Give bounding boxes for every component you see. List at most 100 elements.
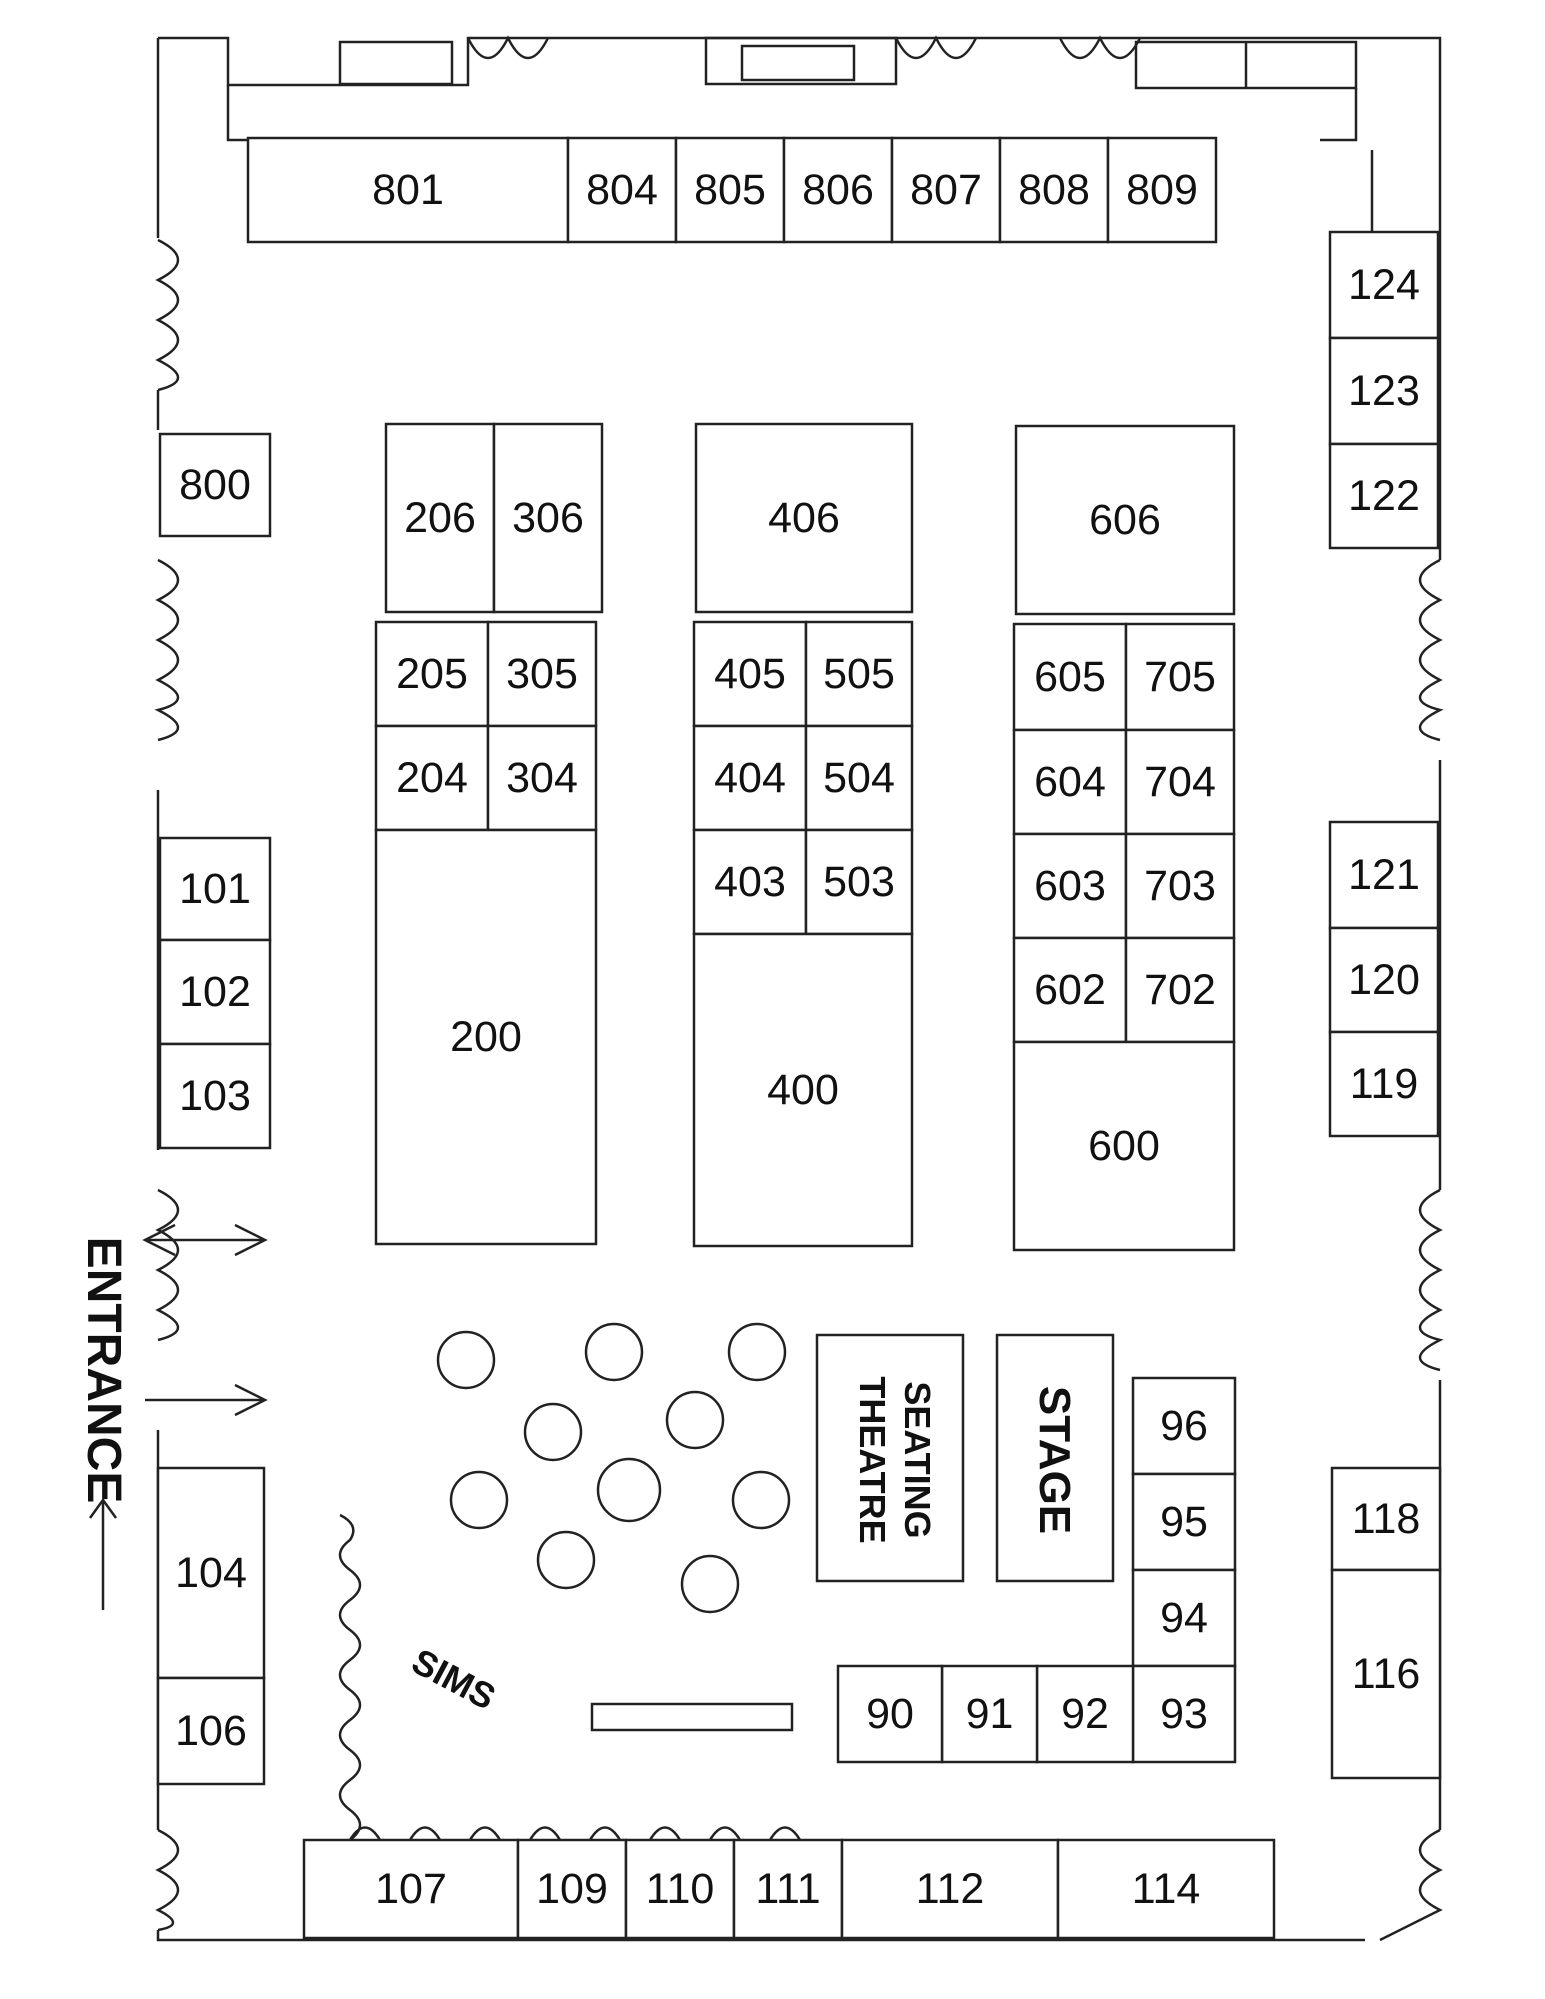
booth-603[interactable]: 603 — [1012, 832, 1128, 940]
booth-101[interactable]: 101 — [158, 836, 272, 942]
table-circle — [665, 1390, 725, 1450]
booth-123[interactable]: 123 — [1328, 336, 1440, 446]
booth-number: 92 — [1061, 1690, 1109, 1738]
booth-503[interactable]: 503 — [804, 828, 914, 936]
booth-306[interactable]: 306 — [492, 422, 604, 614]
booth-809[interactable]: 809 — [1106, 136, 1218, 244]
booth-92[interactable]: 92 — [1035, 1664, 1135, 1764]
booth-number: 110 — [646, 1865, 715, 1913]
booth-704[interactable]: 704 — [1124, 728, 1236, 836]
booth-805[interactable]: 805 — [674, 136, 786, 244]
booth-504[interactable]: 504 — [804, 724, 914, 832]
booth-outline — [674, 136, 786, 244]
booth-804[interactable]: 804 — [566, 136, 678, 244]
booth-406[interactable]: 406 — [694, 422, 914, 614]
table-circle — [449, 1470, 509, 1530]
door-squiggle — [1058, 35, 1142, 60]
booth-outline — [804, 724, 914, 832]
booth-outline — [384, 422, 496, 614]
booth-106[interactable]: 106 — [156, 1676, 266, 1786]
seating-theatre[interactable]: SEATING THEATRE — [815, 1333, 965, 1583]
booth-number: 204 — [396, 754, 468, 802]
booth-outline — [782, 136, 894, 244]
booth-116[interactable]: 116 — [1330, 1568, 1442, 1780]
booth-95[interactable]: 95 — [1131, 1472, 1237, 1572]
booth-602[interactable]: 602 — [1012, 936, 1128, 1044]
booth-109[interactable]: 109 — [516, 1838, 628, 1940]
booth-122[interactable]: 122 — [1328, 442, 1440, 550]
booth-number: 702 — [1144, 966, 1216, 1014]
door-squiggle — [155, 238, 180, 392]
booth-94[interactable]: 94 — [1131, 1568, 1237, 1668]
table-circle — [727, 1322, 787, 1382]
booth-number: 95 — [1160, 1498, 1208, 1546]
booth-number: 93 — [1160, 1690, 1208, 1738]
booth-104[interactable]: 104 — [156, 1466, 266, 1680]
booth-outline — [1328, 820, 1440, 930]
booth-96[interactable]: 96 — [1131, 1376, 1237, 1476]
booth-number: 405 — [714, 650, 786, 698]
booth-505[interactable]: 505 — [804, 620, 914, 728]
booth-111[interactable]: 111 — [732, 1838, 844, 1940]
booth-outline — [1124, 622, 1236, 732]
booth-outline — [1328, 336, 1440, 446]
booth-93[interactable]: 93 — [1131, 1664, 1237, 1764]
booth-90[interactable]: 90 — [836, 1664, 944, 1764]
booth-703[interactable]: 703 — [1124, 832, 1236, 940]
table-circle — [596, 1457, 662, 1523]
booth-405[interactable]: 405 — [692, 620, 808, 728]
booth-outline — [1012, 622, 1128, 732]
booth-number: 605 — [1034, 653, 1106, 701]
booth-404[interactable]: 404 — [692, 724, 808, 832]
booth-807[interactable]: 807 — [890, 136, 1002, 244]
booth-91[interactable]: 91 — [940, 1664, 1039, 1764]
booth-800[interactable]: 800 — [158, 432, 272, 538]
booth-outline — [1012, 832, 1128, 940]
table-circle — [584, 1322, 644, 1382]
booth-number: 804 — [586, 166, 658, 214]
booth-305[interactable]: 305 — [486, 620, 598, 728]
booth-102[interactable]: 102 — [158, 938, 272, 1046]
door-squiggle — [1418, 1188, 1444, 1372]
booth-number: 602 — [1034, 966, 1106, 1014]
booth-number: 805 — [694, 166, 766, 214]
booth-403[interactable]: 403 — [692, 828, 808, 936]
booth-outline — [836, 1664, 944, 1764]
booth-outline — [624, 1838, 736, 1940]
booth-604[interactable]: 604 — [1012, 728, 1128, 836]
stage[interactable]: STAGE — [995, 1333, 1115, 1583]
booth-702[interactable]: 702 — [1124, 936, 1236, 1044]
booth-number: 704 — [1144, 758, 1216, 806]
booth-118[interactable]: 118 — [1330, 1466, 1442, 1572]
booth-number: 112 — [916, 1865, 985, 1913]
booth-400[interactable]: 400 — [692, 932, 914, 1248]
booth-121[interactable]: 121 — [1328, 820, 1440, 930]
booth-number: 403 — [714, 858, 786, 906]
booth-number: 603 — [1034, 862, 1106, 910]
booth-112[interactable]: 112 — [840, 1838, 1060, 1940]
booth-119[interactable]: 119 — [1328, 1030, 1440, 1138]
booth-205[interactable]: 205 — [374, 620, 490, 728]
booth-110[interactable]: 110 — [624, 1838, 736, 1940]
booth-107[interactable]: 107 — [302, 1838, 520, 1940]
booth-124[interactable]: 124 — [1328, 230, 1440, 340]
booth-200[interactable]: 200 — [374, 828, 598, 1246]
booth-outline — [246, 136, 570, 244]
booth-605[interactable]: 605 — [1012, 622, 1128, 732]
booth-120[interactable]: 120 — [1328, 926, 1440, 1034]
booth-600[interactable]: 600 — [1012, 1040, 1236, 1252]
booth-304[interactable]: 304 — [486, 724, 598, 832]
booth-number: 90 — [866, 1690, 914, 1738]
booth-808[interactable]: 808 — [998, 136, 1110, 244]
booth-801[interactable]: 801 — [246, 136, 570, 244]
booth-outline — [486, 620, 598, 728]
booth-outline — [692, 724, 808, 832]
booth-705[interactable]: 705 — [1124, 622, 1236, 732]
booth-114[interactable]: 114 — [1056, 1838, 1276, 1940]
booth-103[interactable]: 103 — [158, 1042, 272, 1150]
booth-606[interactable]: 606 — [1014, 424, 1236, 616]
booth-number: 809 — [1126, 166, 1198, 214]
booth-204[interactable]: 204 — [374, 724, 490, 832]
booth-806[interactable]: 806 — [782, 136, 894, 244]
booth-206[interactable]: 206 — [384, 422, 496, 614]
